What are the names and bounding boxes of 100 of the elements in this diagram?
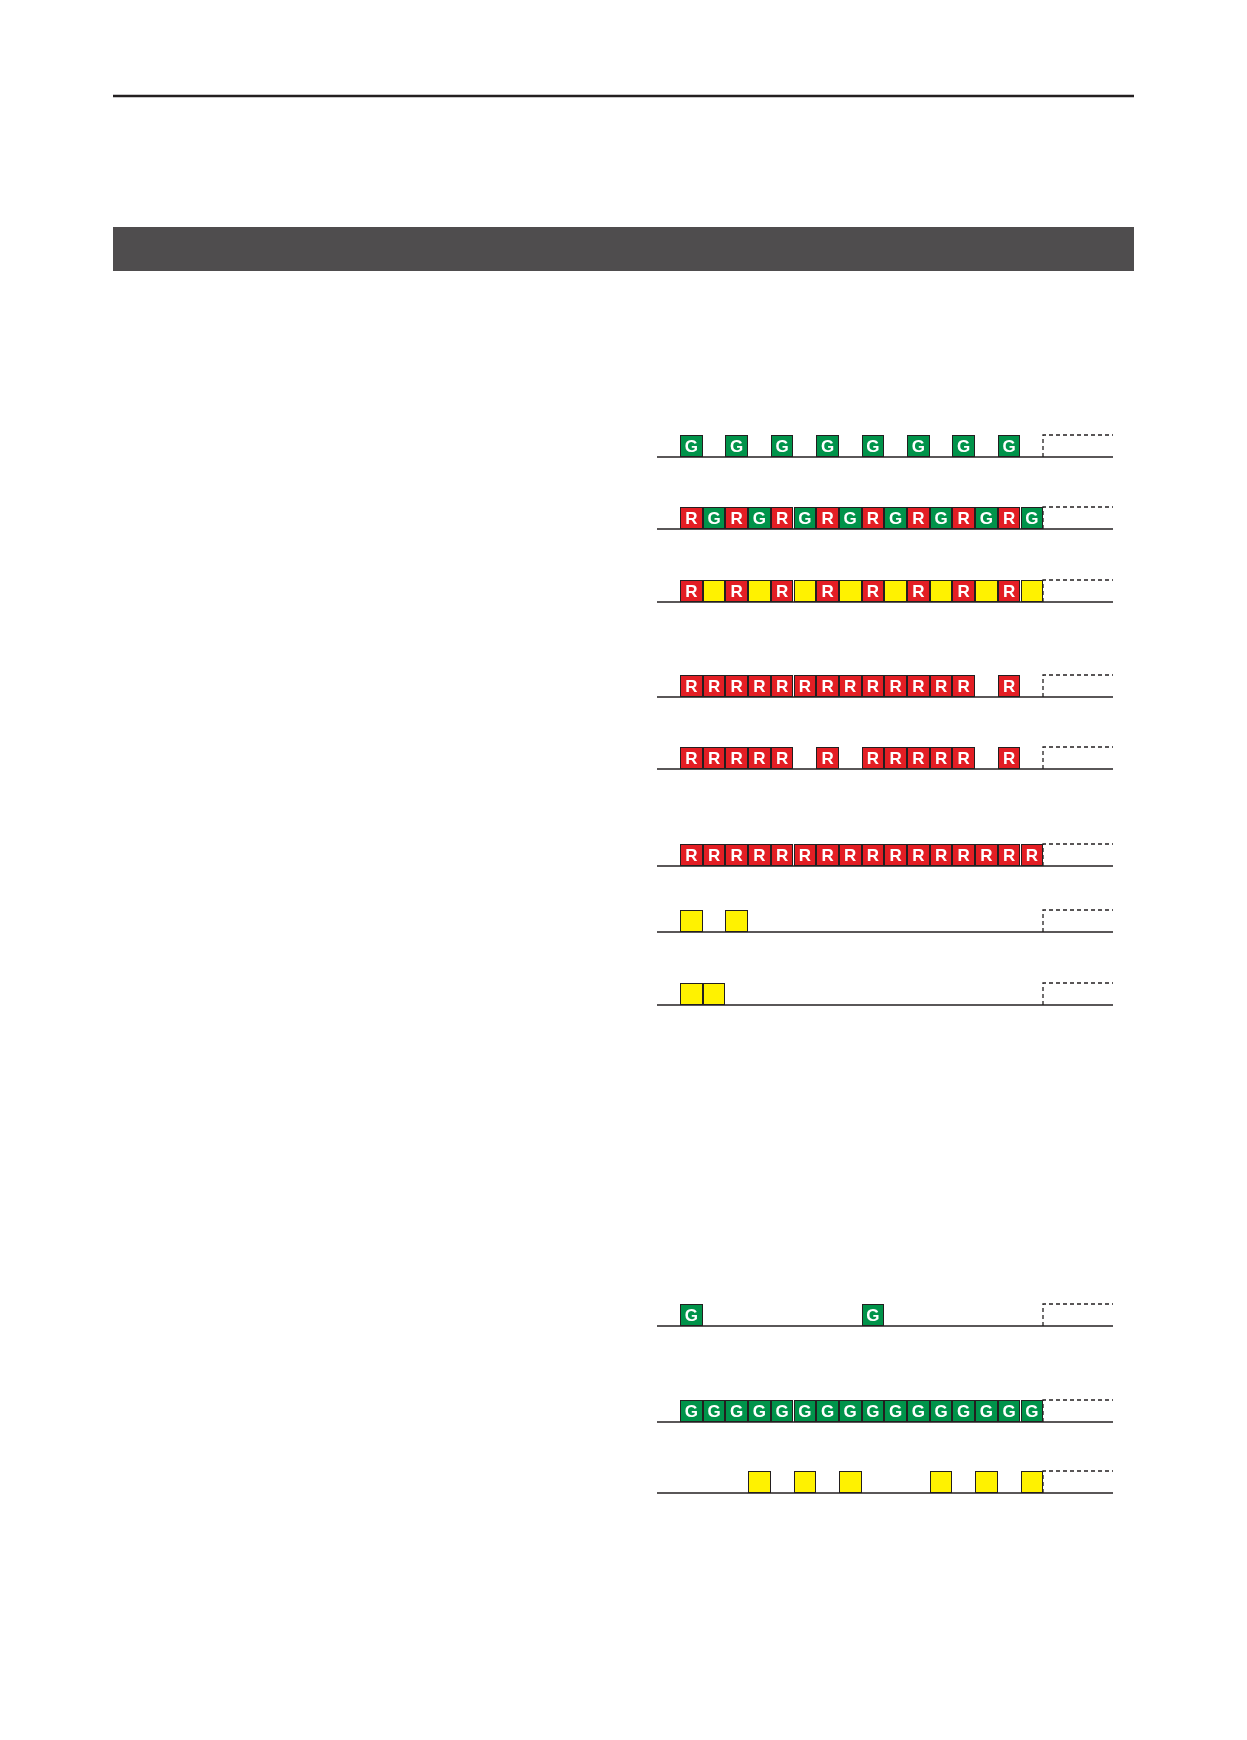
lettered-square: G — [725, 1400, 749, 1422]
lettered-square: R — [816, 844, 839, 866]
blank-square — [1020, 1471, 1044, 1493]
blank-square — [702, 580, 726, 602]
lettered-square: G — [793, 1400, 817, 1422]
lettered-square: R — [907, 747, 930, 769]
lettered-square: R — [702, 844, 726, 866]
lettered-square: R — [997, 580, 1021, 602]
lettered-square: R — [793, 675, 817, 697]
lettered-square: R — [907, 507, 930, 529]
lettered-square: R — [997, 747, 1021, 769]
lettered-square: R — [838, 675, 862, 697]
lettered-square: G — [725, 435, 749, 457]
blank-square — [725, 910, 749, 932]
lettered-square: R — [725, 747, 749, 769]
lettered-square: R — [816, 580, 839, 602]
lettered-square: R — [725, 507, 749, 529]
lettered-square: R — [861, 507, 885, 529]
lettered-square: R — [702, 747, 726, 769]
blank-square — [748, 1471, 771, 1493]
blank-square — [929, 580, 953, 602]
lettered-square: G — [861, 1304, 885, 1326]
lettered-square: R — [680, 507, 703, 529]
lettered-square: R — [907, 844, 930, 866]
lettered-square: G — [997, 435, 1021, 457]
lettered-square: G — [952, 435, 976, 457]
lettered-square: G — [907, 1400, 930, 1422]
lettered-square: G — [861, 1400, 885, 1422]
lettered-square: G — [997, 1400, 1021, 1422]
lettered-square: R — [997, 507, 1021, 529]
lettered-square: R — [861, 844, 885, 866]
lettered-square: R — [884, 675, 907, 697]
lettered-square: G — [975, 507, 998, 529]
lettered-square: G — [680, 435, 703, 457]
lettered-square: R — [997, 844, 1021, 866]
lettered-square: R — [770, 747, 794, 769]
blank-square — [793, 580, 817, 602]
lettered-square: G — [680, 1400, 703, 1422]
lettered-square: R — [929, 844, 953, 866]
lettered-square: R — [952, 507, 976, 529]
lettered-square: R — [748, 675, 771, 697]
lettered-square: R — [816, 747, 839, 769]
lettered-square: R — [770, 507, 794, 529]
lettered-square: R — [952, 675, 976, 697]
blank-square — [838, 580, 862, 602]
lettered-square: R — [838, 844, 862, 866]
lettered-square: G — [975, 1400, 998, 1422]
lettered-square: R — [680, 675, 703, 697]
lettered-square: G — [748, 1400, 771, 1422]
lettered-square: R — [952, 580, 976, 602]
blank-square — [748, 580, 771, 602]
lettered-square: R — [680, 747, 703, 769]
lettered-square: G — [793, 507, 817, 529]
lettered-square: G — [884, 1400, 907, 1422]
blank-square — [975, 580, 998, 602]
lettered-square: G — [884, 507, 907, 529]
lettered-square: R — [725, 580, 749, 602]
lettered-square: G — [702, 507, 726, 529]
lettered-square: R — [861, 675, 885, 697]
lettered-square: R — [1020, 844, 1044, 866]
blank-square — [975, 1471, 998, 1493]
blank-square — [929, 1471, 953, 1493]
lettered-square: G — [1020, 507, 1044, 529]
lettered-square: R — [816, 675, 839, 697]
lettered-square: G — [748, 507, 771, 529]
lettered-square: G — [907, 435, 930, 457]
lettered-square: R — [929, 675, 953, 697]
lettered-square: G — [952, 1400, 976, 1422]
lettered-square: R — [748, 747, 771, 769]
lettered-square: G — [861, 435, 885, 457]
lettered-square: G — [1020, 1400, 1044, 1422]
lettered-square: R — [770, 675, 794, 697]
lettered-square: R — [770, 580, 794, 602]
lettered-square: R — [725, 675, 749, 697]
lettered-square: R — [702, 675, 726, 697]
lettered-square: R — [907, 675, 930, 697]
lettered-square: G — [770, 1400, 794, 1422]
lettered-square: R — [929, 747, 953, 769]
lettered-square: R — [975, 844, 998, 866]
lettered-square: G — [680, 1304, 703, 1326]
lettered-square: R — [884, 747, 907, 769]
lettered-square: R — [793, 844, 817, 866]
lettered-square: R — [770, 844, 794, 866]
lettered-square: R — [907, 580, 930, 602]
blank-square — [680, 910, 703, 932]
lettered-square: R — [680, 580, 703, 602]
lettered-square: R — [861, 747, 885, 769]
lettered-square: G — [816, 1400, 839, 1422]
lettered-square: R — [680, 844, 703, 866]
lettered-square: R — [861, 580, 885, 602]
lettered-square: R — [748, 844, 771, 866]
lettered-square: R — [816, 507, 839, 529]
lettered-square: G — [838, 1400, 862, 1422]
lettered-square: G — [702, 1400, 726, 1422]
lettered-square: G — [929, 507, 953, 529]
blank-square — [838, 1471, 862, 1493]
lettered-square: G — [929, 1400, 953, 1422]
blank-square — [702, 983, 726, 1005]
lettered-square: G — [770, 435, 794, 457]
lettered-square: R — [725, 844, 749, 866]
